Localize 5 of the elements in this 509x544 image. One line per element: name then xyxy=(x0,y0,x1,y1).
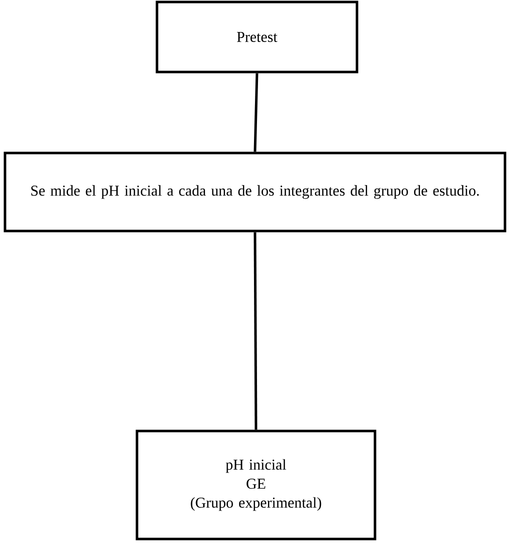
connector-line xyxy=(254,232,258,430)
process-box: pH inicial GE (Grupo experimental) xyxy=(136,430,376,540)
connector-line xyxy=(254,73,258,152)
process-box: Se mide el pH inicial a cada una de los integrantes del grupo de estudio. xyxy=(4,152,506,232)
process-box: Pretest xyxy=(156,0,358,74)
